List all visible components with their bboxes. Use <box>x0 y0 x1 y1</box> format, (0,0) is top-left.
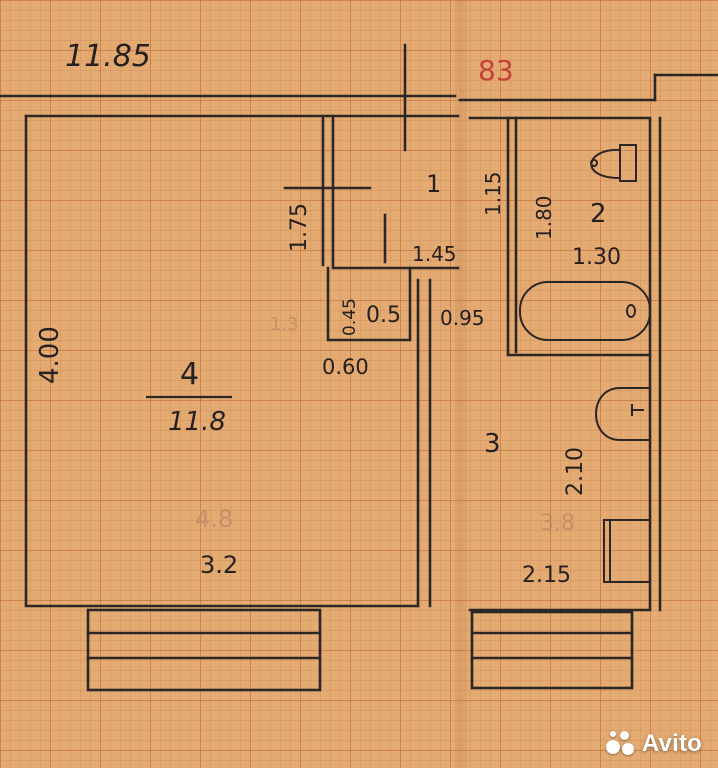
room-4-number: 4 <box>180 357 199 392</box>
room-4-dim-a: 4.00 <box>35 326 65 384</box>
avito-watermark: Avito <box>605 730 702 758</box>
room-3-number: 3 <box>484 429 501 459</box>
room-4-area: 11.8 <box>168 407 226 437</box>
room-2-dim-c: 1.30 <box>572 245 621 270</box>
closet-dim-c: 0.60 <box>322 355 369 379</box>
sink-icon <box>595 387 650 441</box>
closet-dim-a: 0.45 <box>340 298 360 336</box>
faint-mark-1: 4.8 <box>195 505 233 533</box>
room-1-dim-a: 1.75 <box>287 203 312 252</box>
toilet-icon <box>590 144 637 182</box>
room-1-number: 1 <box>426 170 441 198</box>
avito-brand-text: Avito <box>641 730 702 757</box>
room-4-dim-b: 3.2 <box>200 551 238 579</box>
room-3-dim-b: 2.15 <box>522 563 571 588</box>
avito-logo-icon <box>605 731 636 757</box>
cabinet-icon <box>603 519 651 583</box>
top-dimension-label: 11.85 <box>65 39 151 74</box>
paper-fold <box>455 0 467 768</box>
closet-dim-b: 0.5 <box>366 303 401 328</box>
room-2-number: 2 <box>590 199 607 229</box>
room-2-dim-a: 1.15 <box>481 171 505 216</box>
room-3-dim-a: 2.10 <box>563 447 588 496</box>
faint-mark-2: 3.8 <box>540 511 575 536</box>
red-number-label: 83 <box>478 54 514 87</box>
room-2-dim-b: 1.80 <box>532 195 556 240</box>
closet-dim-d: 0.95 <box>440 306 485 330</box>
room-1-dim-b: 1.45 <box>412 242 457 266</box>
walls <box>0 43 718 692</box>
faint-mark-3: 1.3 <box>270 314 299 335</box>
bathtub-icon <box>519 281 651 341</box>
fixtures <box>519 144 651 583</box>
